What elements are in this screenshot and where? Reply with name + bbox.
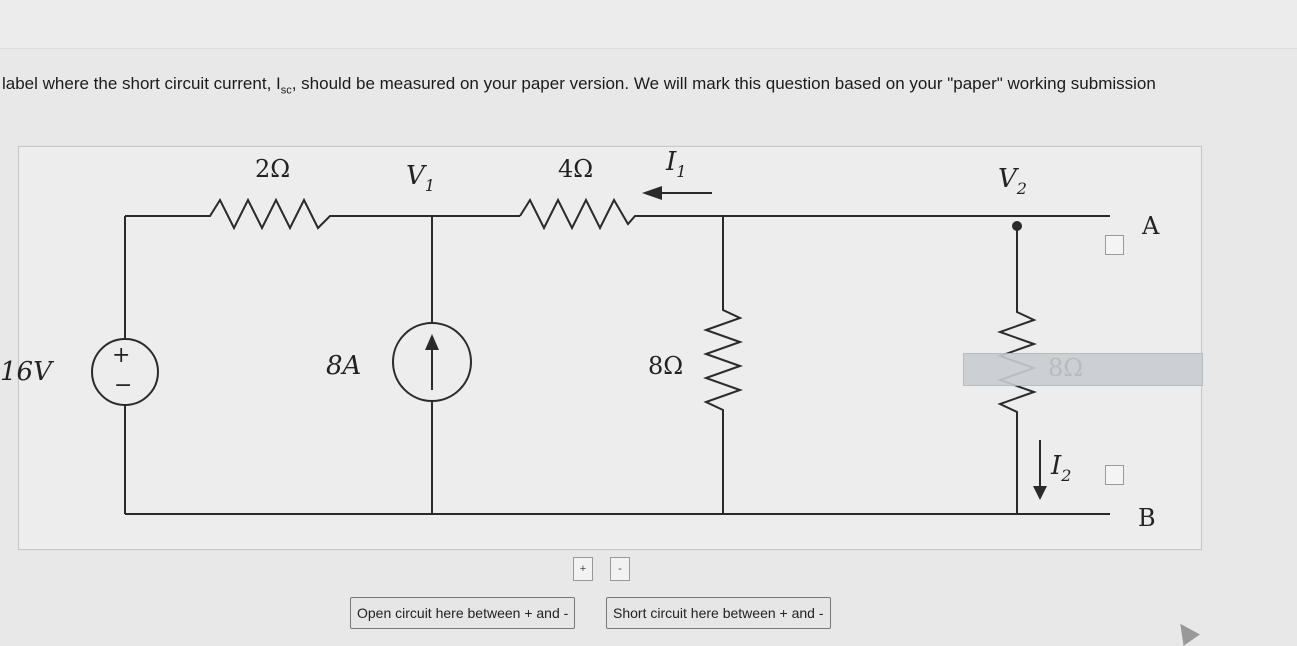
top-strip [0, 0, 1297, 49]
label-v1-main: V [406, 161, 427, 191]
current-source-circle [392, 322, 472, 402]
label-i1: I1 [665, 147, 686, 181]
label-v1: V1 [406, 161, 435, 195]
minus-marker-button[interactable]: - [610, 557, 630, 581]
label-i2: I2 [1050, 451, 1071, 485]
label-2ohm: 2Ω [255, 155, 290, 183]
question-text-before: label where the short circuit current, I [2, 74, 281, 93]
circuit-figure-frame [18, 146, 1202, 550]
source-minus: − [114, 373, 132, 398]
resistor-2ohm [125, 197, 520, 231]
label-v2-sub: 2 [1016, 179, 1027, 198]
label-v2: V2 [998, 164, 1027, 198]
label-i1-sub: 1 [676, 162, 686, 181]
plus-marker-button[interactable]: + [573, 557, 593, 581]
open-circuit-button[interactable]: Open circuit here between + and - [350, 597, 576, 629]
label-16v: 16V [0, 357, 54, 387]
terminal-a-drop-box[interactable] [1105, 235, 1124, 255]
i1-arrow-head [642, 186, 662, 200]
voltage-source-circle [91, 338, 159, 406]
label-4ohm: 4Ω [558, 155, 593, 183]
question-text: label where the short circuit current, I… [2, 74, 1156, 96]
terminal-a: A [1141, 212, 1160, 240]
question-subscript: sc [280, 84, 292, 97]
label-8a: 8A [326, 351, 361, 381]
terminal-b-drop-box[interactable] [1105, 465, 1124, 485]
label-i2-main: I [1050, 451, 1062, 481]
label-v1-sub: 1 [425, 176, 435, 195]
resistor-4ohm [519, 197, 1110, 231]
short-circuit-button[interactable]: Short circuit here between + and - [606, 597, 831, 629]
label-i2-sub: 2 [1060, 466, 1071, 485]
i2-arrow-head [1033, 486, 1047, 500]
node-v2-dot [1012, 221, 1022, 231]
terminal-b: B [1138, 504, 1156, 532]
label-i1-main: I [665, 147, 677, 177]
label-8ohm-middle: 8Ω [648, 352, 683, 380]
question-text-after: , should be measured on your paper versi… [291, 74, 1156, 93]
answer-drop-box[interactable] [963, 353, 1203, 386]
source-plus: + [112, 343, 130, 368]
current-source-arrow-head [425, 334, 439, 350]
resistor-8ohm-middle [702, 216, 744, 514]
label-v2-main: V [998, 164, 1019, 194]
